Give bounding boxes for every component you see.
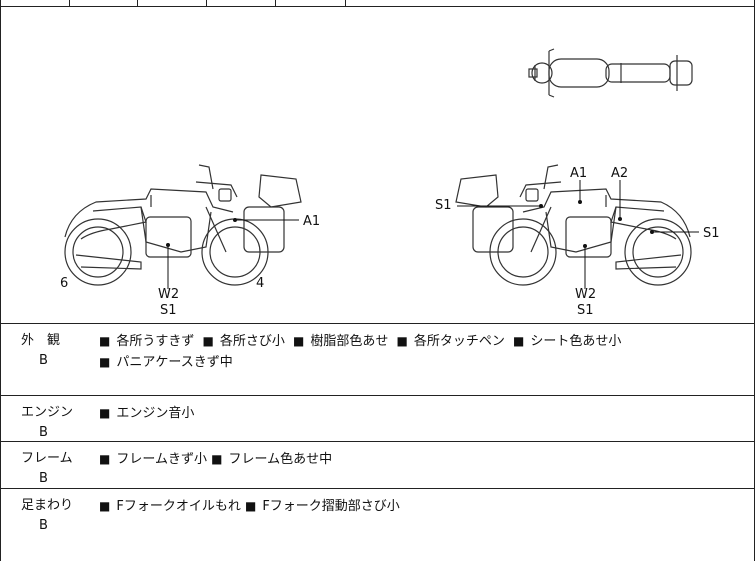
header-cell	[137, 0, 207, 6]
header-cell	[69, 0, 138, 6]
motorcycle-diagram: A1 W2 S1 6 4 A1 A2 S1 S1 W2 S1	[60, 48, 720, 318]
grade-value: B	[39, 353, 48, 368]
note-item: 樹脂部色あせ	[293, 334, 388, 349]
note-item: Fフォーク摺動部さび小	[245, 499, 400, 514]
notes-cell: フレームきず小 フレーム色あせ中	[99, 449, 749, 470]
note-item: 各所さび小	[203, 334, 285, 349]
callout-label: W2	[158, 287, 179, 302]
category-cell: 足まわり B	[21, 496, 81, 536]
header-table-remnant	[1, 0, 754, 7]
callout-label: S1	[160, 303, 177, 318]
damage-diagram: A1 W2 S1 6 4 A1 A2 S1 S1 W2 S1	[1, 7, 754, 324]
callout-label: A2	[611, 166, 628, 181]
condition-row-frame: フレーム B フレームきず小 フレーム色あせ中	[1, 442, 754, 489]
callout-label: S1	[435, 198, 452, 213]
note-item: 各所うすきず	[99, 334, 194, 349]
header-cell	[1, 0, 70, 6]
callout-label: W2	[575, 287, 596, 302]
note-item: Fフォークオイルもれ	[99, 499, 241, 514]
category-name: エンジン	[21, 405, 74, 420]
note-item: パニアケースきず中	[99, 355, 233, 370]
header-cell	[275, 0, 346, 6]
condition-row-engine: エンジン B エンジン音小	[1, 396, 754, 442]
note-item: フレームきず小	[99, 452, 207, 467]
callout-label: S1	[703, 226, 720, 241]
top-view-motorcycle-icon	[528, 48, 693, 98]
note-item: 各所タッチペン	[397, 334, 505, 349]
left-side-motorcycle-icon	[64, 164, 302, 286]
category-cell: 外 観 B	[21, 331, 81, 371]
notes-cell: 各所うすきず 各所さび小 樹脂部色あせ 各所タッチペン シート色あせ小 パニアケ…	[99, 331, 749, 373]
corner-number: 6	[60, 276, 68, 291]
header-cell	[206, 0, 276, 6]
callout-label: A1	[303, 214, 320, 229]
condition-row-suspension: 足まわり B Fフォークオイルもれ Fフォーク摺動部さび小	[1, 489, 754, 561]
grade-value: B	[39, 425, 48, 440]
callout-label: S1	[577, 303, 594, 318]
category-name: 足まわり	[21, 498, 74, 513]
corner-number: 4	[256, 276, 264, 291]
callout-label: A1	[570, 166, 587, 181]
note-item: フレーム色あせ中	[211, 452, 332, 467]
note-item: エンジン音小	[99, 406, 194, 421]
category-cell: エンジン B	[21, 403, 81, 443]
grade-value: B	[39, 518, 48, 533]
condition-row-exterior: 外 観 B 各所うすきず 各所さび小 樹脂部色あせ 各所タッチペン シート色あせ…	[1, 324, 754, 396]
category-name: 外 観	[21, 333, 61, 348]
grade-value: B	[39, 471, 48, 486]
notes-cell: エンジン音小	[99, 403, 749, 424]
category-name: フレーム	[21, 451, 73, 466]
category-cell: フレーム B	[21, 449, 81, 489]
right-side-motorcycle-icon	[455, 164, 692, 286]
notes-cell: Fフォークオイルもれ Fフォーク摺動部さび小	[99, 496, 749, 517]
note-item: シート色あせ小	[513, 334, 621, 349]
